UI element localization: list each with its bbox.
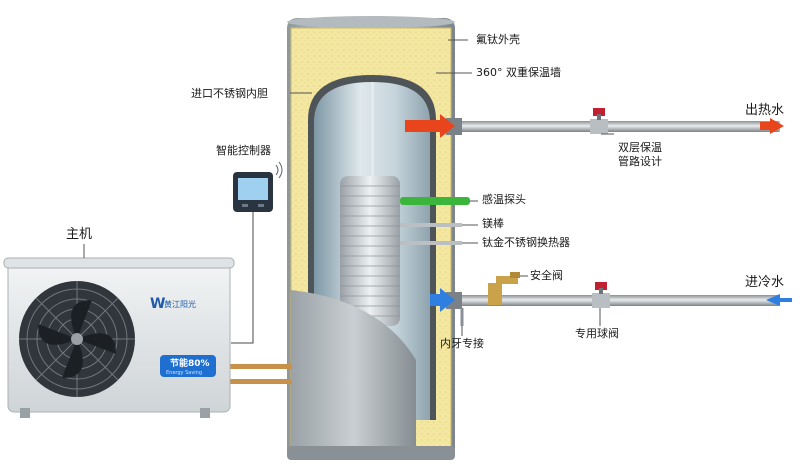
label-inner-thread: 内牙专接 [440,337,484,350]
fan-icon [38,300,116,378]
smart-controller [233,161,283,212]
label-mg-rod: 镁棒 [482,217,504,230]
label-sensor: 感温探头 [482,193,526,206]
label-hot-out: 出热水 [745,103,785,118]
brand-logo: W 黄江阳光 [150,296,196,312]
label-pipe-design-1: 双层保温 [618,141,662,154]
tank-skirt [291,290,416,450]
label-cold-in: 进冷水 [745,275,785,290]
cold-in-arrow-icon [766,294,792,306]
tank [287,16,455,460]
cold-water-pipe [446,272,780,326]
vertical-rod [371,82,374,192]
label-inner-tank: 进口不锈钢内胆 [191,87,268,100]
ac-outdoor-unit [3,257,235,418]
leader-lines [83,39,614,336]
tank-top [287,16,455,28]
heat-exchanger-coil [340,176,400,326]
label-ball-valve: 专用球阀 [575,327,619,340]
wifi-icon [275,164,279,176]
cold-pipe-valve [592,282,610,308]
label-safety-valve: 安全阀 [530,269,563,282]
label-controller: 智能控制器 [216,144,271,157]
hot-out-arrow-icon [760,118,784,134]
label-shell: 氟钛外壳 [476,33,520,46]
svg-text:Energy Saving: Energy Saving [166,370,202,376]
magnesium-rod [400,223,462,227]
exchanger-lead [400,241,462,245]
label-pipe-design-2: 管路设计 [618,155,662,168]
svg-text:节能80%: 节能80% [170,357,210,369]
refrigerant-pipes [226,364,292,384]
hot-water-pipe [446,108,780,135]
svg-text:W: W [150,296,165,312]
temperature-sensor [400,197,470,205]
label-host: 主机 [66,227,93,242]
tank-base [287,446,455,460]
label-insulation: 360° 双重保温墙 [476,66,561,79]
cold-arrow-icon [430,288,455,312]
svg-text:黄江阳光: 黄江阳光 [164,299,196,309]
hot-arrow-icon [405,114,455,138]
safety-valve [488,272,520,305]
hot-pipe-valve [590,108,608,134]
label-exchanger: 钛金不锈钢换热器 [482,236,570,249]
energy-badge: 节能80% Energy Saving [160,355,216,377]
controller-wire [231,212,254,344]
